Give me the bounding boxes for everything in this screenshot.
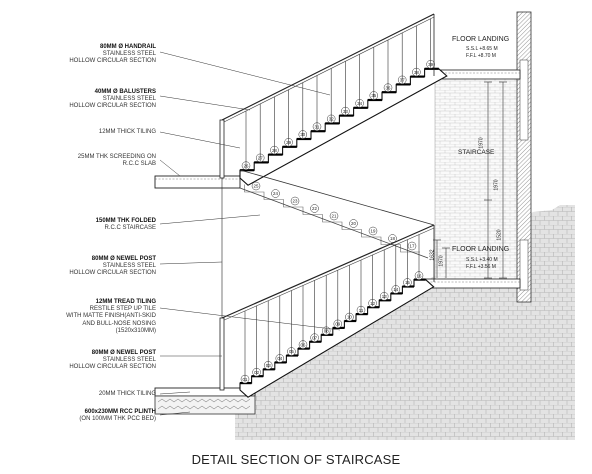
label-line: 12MM THICK TILING <box>98 129 156 135</box>
step-number: 22 <box>310 204 319 213</box>
dimension-text: 1970 <box>478 137 485 149</box>
step-number: 23 <box>290 196 300 206</box>
label-handrail: 80MM Ø HANDRAIL STAINLESS STEEL HOLLOW C… <box>6 44 156 66</box>
label-line: 40MM Ø BALUSTERS <box>94 89 156 95</box>
label-line: R.C.C SLAB <box>122 161 156 168</box>
step-number-circle <box>349 219 358 228</box>
flight-soffit-line <box>239 187 429 259</box>
stair-flights <box>239 67 448 398</box>
label-line: 600x230MM RCC PLINTH <box>84 409 156 415</box>
intermediate-landing <box>154 175 241 189</box>
label-tiling-20mm: 20MM THICK TILING <box>6 391 156 398</box>
label-line: 80MM Ø HANDRAIL <box>99 44 156 50</box>
step-number-circle <box>310 204 319 213</box>
step-number-text: 23 <box>293 199 298 204</box>
upper-handrail-bottom <box>221 16 435 124</box>
step-number-text: 24 <box>273 191 278 196</box>
label-line: HOLLOW CIRCULAR SECTION <box>69 270 156 277</box>
floor-landing-top-label: FLOOR LANDING <box>452 36 510 43</box>
step-number: 20 <box>349 219 358 228</box>
upper-handrail <box>221 13 435 121</box>
label-screeding: 25MM THK SCREEDING ON R.C.C SLAB <box>6 154 156 168</box>
label-line: HOLLOW CIRCULAR SECTION <box>69 103 156 110</box>
step-number-text: 22 <box>312 206 317 211</box>
step-number-text: 19 <box>371 229 376 234</box>
step-number-text: 21 <box>332 214 337 219</box>
step-number-circle <box>271 189 280 198</box>
drawing-title: DETAIL SECTION OF STAIRCASE <box>191 452 401 467</box>
step-number: 19 <box>368 226 378 236</box>
turning-handrail <box>239 169 435 226</box>
label-tread-tiling: 12MM TREAD TILING RESTILE STEP UP TILE W… <box>6 299 156 335</box>
label-line: 20MM THICK TILING <box>98 391 156 397</box>
step-number-text: 20 <box>351 221 356 226</box>
label-newel-post-lower: 80MM Ø NEWEL POST STAINLESS STEEL HOLLOW… <box>6 350 156 372</box>
label-line: WITH MATTE FINISH(ANTI-SKID <box>66 313 156 320</box>
ffl-mid: F.F.L +3.56 M <box>466 264 496 270</box>
leader-lines <box>159 51 341 416</box>
staircase-label: STAIRCASE <box>458 149 495 156</box>
label-line: 150MM THK FOLDED <box>95 218 156 224</box>
step-number-text: 25 <box>254 184 259 189</box>
floor-landing-mid-label: FLOOR LANDING <box>452 246 510 253</box>
step-number-circle <box>329 211 339 221</box>
step-number: 17 <box>407 241 417 251</box>
label-line: STAINLESS STEEL <box>102 51 156 58</box>
dimension-text: 1632 <box>429 249 436 261</box>
step-number-circle <box>407 241 417 251</box>
dimension-text: 1970 <box>438 255 445 267</box>
label-line: 80MM Ø NEWEL POST <box>91 256 156 262</box>
label-newel-post-upper: 80MM Ø NEWEL POST STAINLESS STEEL HOLLOW… <box>6 256 156 278</box>
ground-floor-slab <box>154 387 256 415</box>
label-line: AND BULL-NOSE NOSING <box>82 320 156 327</box>
label-tiling-12mm: 12MM THICK TILING <box>6 129 156 136</box>
upper-flight <box>239 68 448 186</box>
label-line: 80MM Ø NEWEL POST <box>91 350 156 356</box>
step-number-circle <box>290 196 300 206</box>
dimension-lines <box>433 81 507 279</box>
label-line: HOLLOW CIRCULAR SECTION <box>69 58 156 65</box>
label-folded-staircase: 150MM THK FOLDED R.C.C STAIRCASE <box>6 218 156 232</box>
step-number: 18 <box>388 234 397 243</box>
newel-post <box>219 119 225 179</box>
label-line: (ON 100MM THK PCC BED) <box>79 416 156 423</box>
label-line: STAINLESS STEEL <box>102 263 156 270</box>
label-line: RESTILE STEP UP TILE <box>89 306 156 313</box>
step-number-text: 17 <box>410 244 415 249</box>
step-number-circle <box>388 234 397 243</box>
step-number: 21 <box>329 211 339 221</box>
label-line: R.C.C STAIRCASE <box>104 225 156 232</box>
dimension-text: 1970 <box>493 179 500 191</box>
label-balusters: 40MM Ø BALUSTERS STAINLESS STEEL HOLLOW … <box>6 89 156 111</box>
step-number: 24 <box>271 189 280 198</box>
ssl-top: S.S.L +8.65 M <box>466 46 498 52</box>
label-line: 12MM TREAD TILING <box>95 299 156 305</box>
lower-handrail-bottom <box>221 227 435 322</box>
label-line: 25MM THK SCREEDING ON <box>77 154 156 160</box>
label-plinth: 600x230MM RCC PLINTH (ON 100MM THK PCC B… <box>6 409 156 423</box>
mid-landing-slab <box>419 278 521 289</box>
step-number-circle <box>368 226 378 236</box>
label-line: STAINLESS STEEL <box>102 96 156 103</box>
handrails-and-balusters <box>219 13 435 391</box>
label-line: STAINLESS STEEL <box>102 357 156 364</box>
ssl-mid: S.S.L +3.40 M <box>466 257 498 263</box>
lower-handrail <box>221 224 435 319</box>
dimension-text: 1520 <box>496 229 503 241</box>
top-landing-slab <box>437 69 521 80</box>
step-number: 25 <box>251 181 261 191</box>
ffl-top: F.F.L +8.70 M <box>466 53 496 59</box>
newel-post <box>219 317 225 391</box>
right-column <box>516 11 532 303</box>
label-line: HOLLOW CIRCULAR SECTION <box>69 364 156 371</box>
label-line: (1520x310MM) <box>115 327 156 334</box>
step-number-circle <box>251 181 261 191</box>
underside-flight <box>244 184 420 253</box>
step-number-text: 18 <box>390 236 395 241</box>
